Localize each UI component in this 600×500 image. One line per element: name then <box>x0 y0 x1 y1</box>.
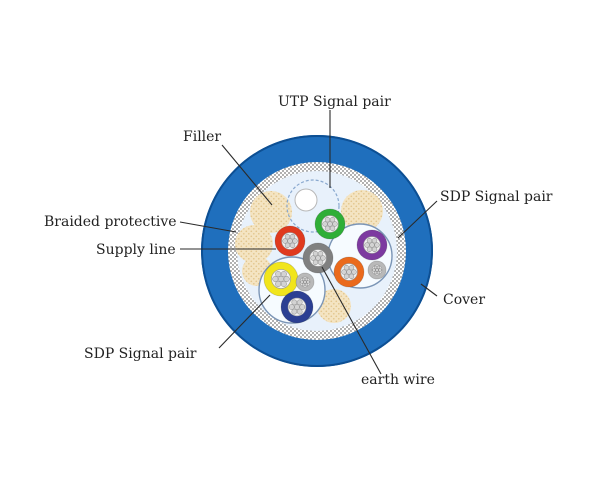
conductor-strand <box>299 304 306 310</box>
filler <box>341 190 383 232</box>
label-utp-signal-pair: UTP Signal pair <box>278 94 391 110</box>
conductor-strand <box>306 280 310 284</box>
conductor-strand <box>283 275 290 283</box>
conductor-strand <box>317 259 324 266</box>
conductor-strand <box>291 308 298 315</box>
conductor-strand <box>372 268 376 272</box>
leader-cover <box>420 283 438 297</box>
conductor-strand <box>373 270 378 275</box>
conductor-strand <box>312 250 319 257</box>
conductor-strand <box>364 242 370 248</box>
conductor-strand <box>315 255 321 261</box>
sdp-small-wire-right <box>367 260 387 280</box>
conductor-strand <box>300 280 304 284</box>
leader-earth <box>321 266 382 375</box>
conductor-strand <box>366 237 373 244</box>
conductor-strand <box>324 216 331 223</box>
conductor-strand <box>272 275 279 283</box>
utp-green-wire <box>314 208 346 240</box>
conductor-strand <box>351 269 357 275</box>
conductor-strand <box>296 308 303 315</box>
leader-lines <box>179 110 438 375</box>
utp-pair-shell <box>286 179 340 233</box>
conductor-strand <box>369 242 375 248</box>
conductor-strand <box>282 238 288 244</box>
conductor-strand <box>343 264 350 271</box>
earth-wire <box>302 242 334 274</box>
conductor-strand <box>329 216 336 223</box>
cable <box>201 135 433 367</box>
conductor-strand <box>288 304 295 310</box>
sdp-orange-wire <box>333 256 365 288</box>
conductor-strand <box>348 273 355 280</box>
filler <box>250 191 292 233</box>
conductor-strand <box>284 233 291 240</box>
conductor-strand <box>348 264 355 271</box>
label-sdp-signal-pair-right: SDP Signal pair <box>440 189 553 205</box>
conductor-strand <box>289 242 296 249</box>
sdp-small-wire-left <box>295 272 315 292</box>
conductor-strand <box>275 271 282 278</box>
conductor-strand <box>284 242 291 249</box>
conductor-strand <box>280 280 287 287</box>
label-braided-protective: Braided protective <box>44 214 177 230</box>
conductor-strand <box>374 242 380 248</box>
conductor-strand <box>296 299 303 306</box>
sdp-purple-wire <box>356 229 388 261</box>
filler <box>235 225 273 263</box>
leader-sdp-left <box>218 294 271 349</box>
conductor-strand <box>304 282 309 287</box>
conductor-strand <box>322 221 328 227</box>
conductor-strand <box>332 221 338 227</box>
conductor-strand <box>280 271 287 278</box>
label-filler: Filler <box>183 129 221 145</box>
conductor-strand <box>378 268 382 272</box>
conductor-strand <box>301 282 306 287</box>
label-sdp-signal-pair-left: SDP Signal pair <box>84 346 197 362</box>
conductor-strand <box>292 238 298 244</box>
sdp-yellow-wire <box>263 261 299 297</box>
utp-white-core <box>294 188 318 212</box>
labels: UTP Signal pair Filler SDP Signal pair B… <box>44 94 553 388</box>
conductor-strand <box>291 299 298 306</box>
conductor-strand <box>373 265 378 270</box>
conductor-strand <box>324 225 331 232</box>
conductor-strand <box>329 225 336 232</box>
conductor-strand <box>376 270 381 275</box>
conductor-strand <box>366 246 373 253</box>
leader-braided <box>179 221 237 233</box>
conductor-strand <box>301 277 306 282</box>
conductor-strand <box>376 265 381 270</box>
outer-jacket-rim <box>201 135 433 367</box>
conductor-strand <box>289 233 296 240</box>
conductor-strand <box>277 275 285 283</box>
leader-filler <box>221 144 273 206</box>
leader-sdp-right <box>397 200 438 239</box>
conductor-strand <box>312 259 319 266</box>
sdp-navy-wire <box>280 290 314 324</box>
label-cover: Cover <box>443 292 485 308</box>
conductor-strand <box>371 246 378 253</box>
conductor-strand <box>317 250 324 257</box>
conductor-strand <box>371 237 378 244</box>
label-supply-line: Supply line <box>96 242 176 258</box>
conductor-strand <box>320 255 326 261</box>
conductor-strand <box>294 304 300 310</box>
conductor-strand <box>343 273 350 280</box>
conductor-strand <box>287 238 293 244</box>
filler <box>317 289 351 323</box>
conductor-strand <box>304 277 309 282</box>
conductor-strand <box>327 221 333 227</box>
conductor-strand <box>341 269 347 275</box>
supply-line-wire <box>274 225 306 257</box>
label-earth-wire: earth wire <box>361 372 435 388</box>
conductor-strand <box>275 280 282 287</box>
conductor-strand <box>310 255 316 261</box>
conductor-strand <box>346 269 352 275</box>
